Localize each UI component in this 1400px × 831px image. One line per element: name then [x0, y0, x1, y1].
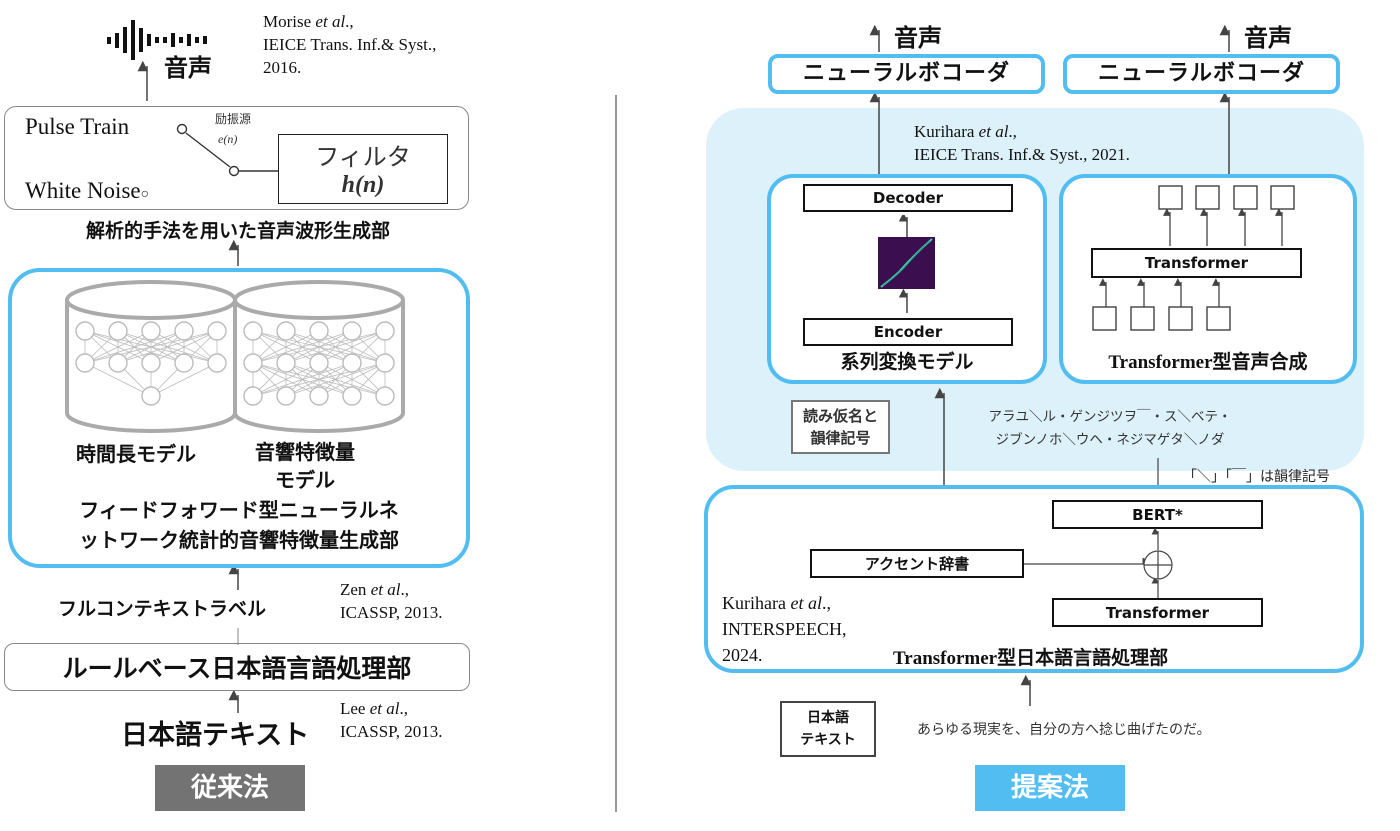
attention-map-icon: [877, 215, 937, 315]
rule-based-frontend-box: ルールベース日本語言語処理部: [4, 643, 470, 691]
example-sentence: あらゆる現実を、自分の方へ捻じ曲げたのだ。: [917, 719, 1211, 739]
citation-zen: Zen et al., ICASSP, 2013.: [340, 578, 443, 624]
excitation-label: 励振源: [215, 110, 251, 127]
sum-icon: [1144, 551, 1172, 579]
transformer-tts-box: Transformer: [1091, 248, 1302, 278]
speech-output-label-1: 音声: [894, 18, 942, 53]
citation-lee: Lee et al., ICASSP, 2013.: [340, 697, 443, 743]
filter-symbol: h(n): [279, 172, 447, 199]
left-input-text-label: 日本語テキスト: [121, 713, 309, 752]
acoustic-model-label: 音響特徴量 モデル: [240, 438, 370, 494]
nn-block-caption: フィードフォワード型ニューラルネ ットワーク統計的音響特徴量生成部: [8, 495, 470, 555]
seq2seq-caption: 系列変換モデル: [767, 347, 1047, 374]
full-context-label: フルコンテキストラベル: [58, 594, 266, 621]
neural-vocoder-2: ニューラルボコーダ: [1063, 54, 1340, 94]
frontend-caption: Transformer型日本語言語処理部: [893, 643, 1168, 670]
citation-kurihara-2024: Kurihara et al., INTERSPEECH, 2024.: [722, 590, 847, 668]
encoder-box: Encoder: [803, 318, 1013, 346]
kana-prosody-box: 読み仮名と 韻律記号: [791, 400, 890, 454]
bert-box: BERT*: [1052, 500, 1263, 529]
accent-dictionary-box: アクセント辞書: [810, 549, 1024, 578]
pulse-train-label: Pulse Train: [25, 114, 129, 140]
citation-morise: Morise et al., IEICE Trans. Inf.& Syst.,…: [263, 10, 436, 79]
waveform-generator-title: 解析的手法を用いた音声波形生成部: [0, 216, 476, 243]
white-noise-label: White Noise○: [25, 178, 149, 204]
conventional-method-badge: 従来法: [155, 765, 305, 811]
citation-kurihara-2021: Kurihara et al., IEICE Trans. Inf.& Syst…: [914, 120, 1130, 166]
filter-box: フィルタ h(n): [278, 134, 448, 204]
duration-model-label: 時間長モデル: [76, 438, 196, 467]
speech-output-label-2: 音声: [1244, 18, 1292, 53]
proposed-method-badge: 提案法: [975, 765, 1125, 811]
left-speech-output-label: 音声: [164, 48, 212, 83]
excitation-symbol: e(n): [218, 132, 237, 147]
fusion-connectors: [1020, 528, 1270, 603]
filter-label: フィルタ: [279, 137, 447, 172]
prosody-symbol-note: 「＼」「￣」は韻律記号: [1183, 466, 1330, 486]
right-input-text-box: 日本語 テキスト: [780, 701, 876, 757]
transformer-tts-caption: Transformer型音声合成: [1059, 347, 1357, 374]
frontend-transformer-box: Transformer: [1052, 598, 1263, 627]
decoder-box: Decoder: [803, 184, 1013, 212]
neural-vocoder-1: ニューラルボコーダ: [768, 54, 1045, 94]
kana-sequence-example: アラユ＼ル・ゲンジツヲ￣・ス＼ベテ・ ジブンノホ＼ウヘ・ネジマゲタ＼ノダ: [963, 406, 1257, 452]
